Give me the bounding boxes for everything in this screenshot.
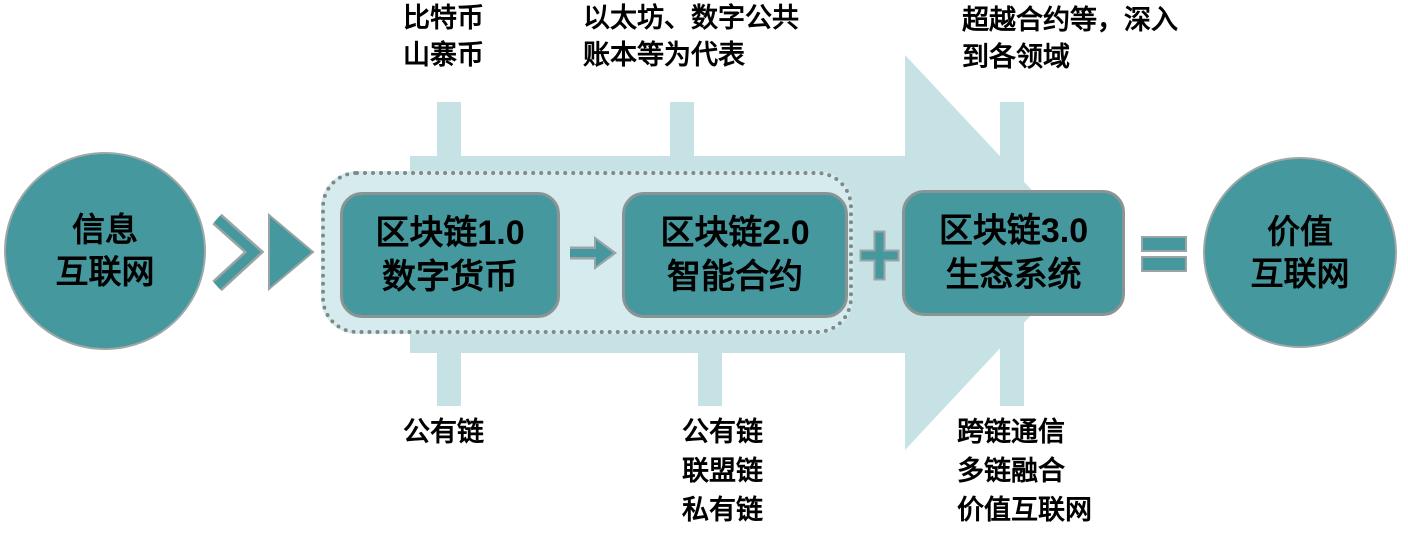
info-internet-label: 信息 互联网	[55, 211, 155, 290]
label-chain-types: 公有链 联盟链 私有链	[682, 417, 763, 525]
equals-icon	[1141, 236, 1187, 272]
connector-box1-bottom	[437, 332, 461, 406]
connector-box1-top	[437, 102, 461, 174]
connector-box2-top	[670, 102, 694, 174]
label-crosschain-features: 跨链通信 多链融合 价值互联网	[957, 417, 1092, 525]
flow-arrow-icon	[212, 212, 315, 292]
blockchain-3-subtitle: 生态系统	[945, 256, 1082, 294]
label-public-chain: 公有链	[403, 417, 484, 447]
value-internet-label: 价值 互联网	[1250, 212, 1350, 292]
blockchain-1-box: 区块链1.0 数字货币	[340, 192, 560, 318]
value-internet-circle: 价值 互联网	[1203, 157, 1397, 348]
blockchain-2-title: 区块链2.0	[660, 214, 810, 252]
label-ethereum-ledger: 以太坊、数字公共 账本等为代表	[583, 3, 799, 70]
plus-icon	[859, 230, 900, 281]
blockchain-1-subtitle: 数字货币	[382, 258, 518, 296]
blockchain-1-title: 区块链1.0	[375, 214, 525, 252]
blockchain-2-box: 区块链2.0 智能合约	[622, 192, 848, 318]
connector-box2-bottom	[698, 332, 722, 406]
label-bitcoin-altcoin: 比特币 山寨币	[403, 3, 484, 70]
info-internet-circle: 信息 互联网	[4, 152, 206, 350]
label-beyond-contracts: 超越合约等，深入 到各领域	[962, 5, 1178, 72]
step-arrow-icon	[570, 236, 617, 270]
connector-box3-bottom	[1000, 313, 1024, 406]
blockchain-3-box: 区块链3.0 生态系统	[902, 190, 1125, 316]
blockchain-2-subtitle: 智能合约	[667, 258, 803, 296]
connector-box3-top	[1000, 102, 1024, 192]
blockchain-3-title: 区块链3.0	[938, 212, 1089, 250]
